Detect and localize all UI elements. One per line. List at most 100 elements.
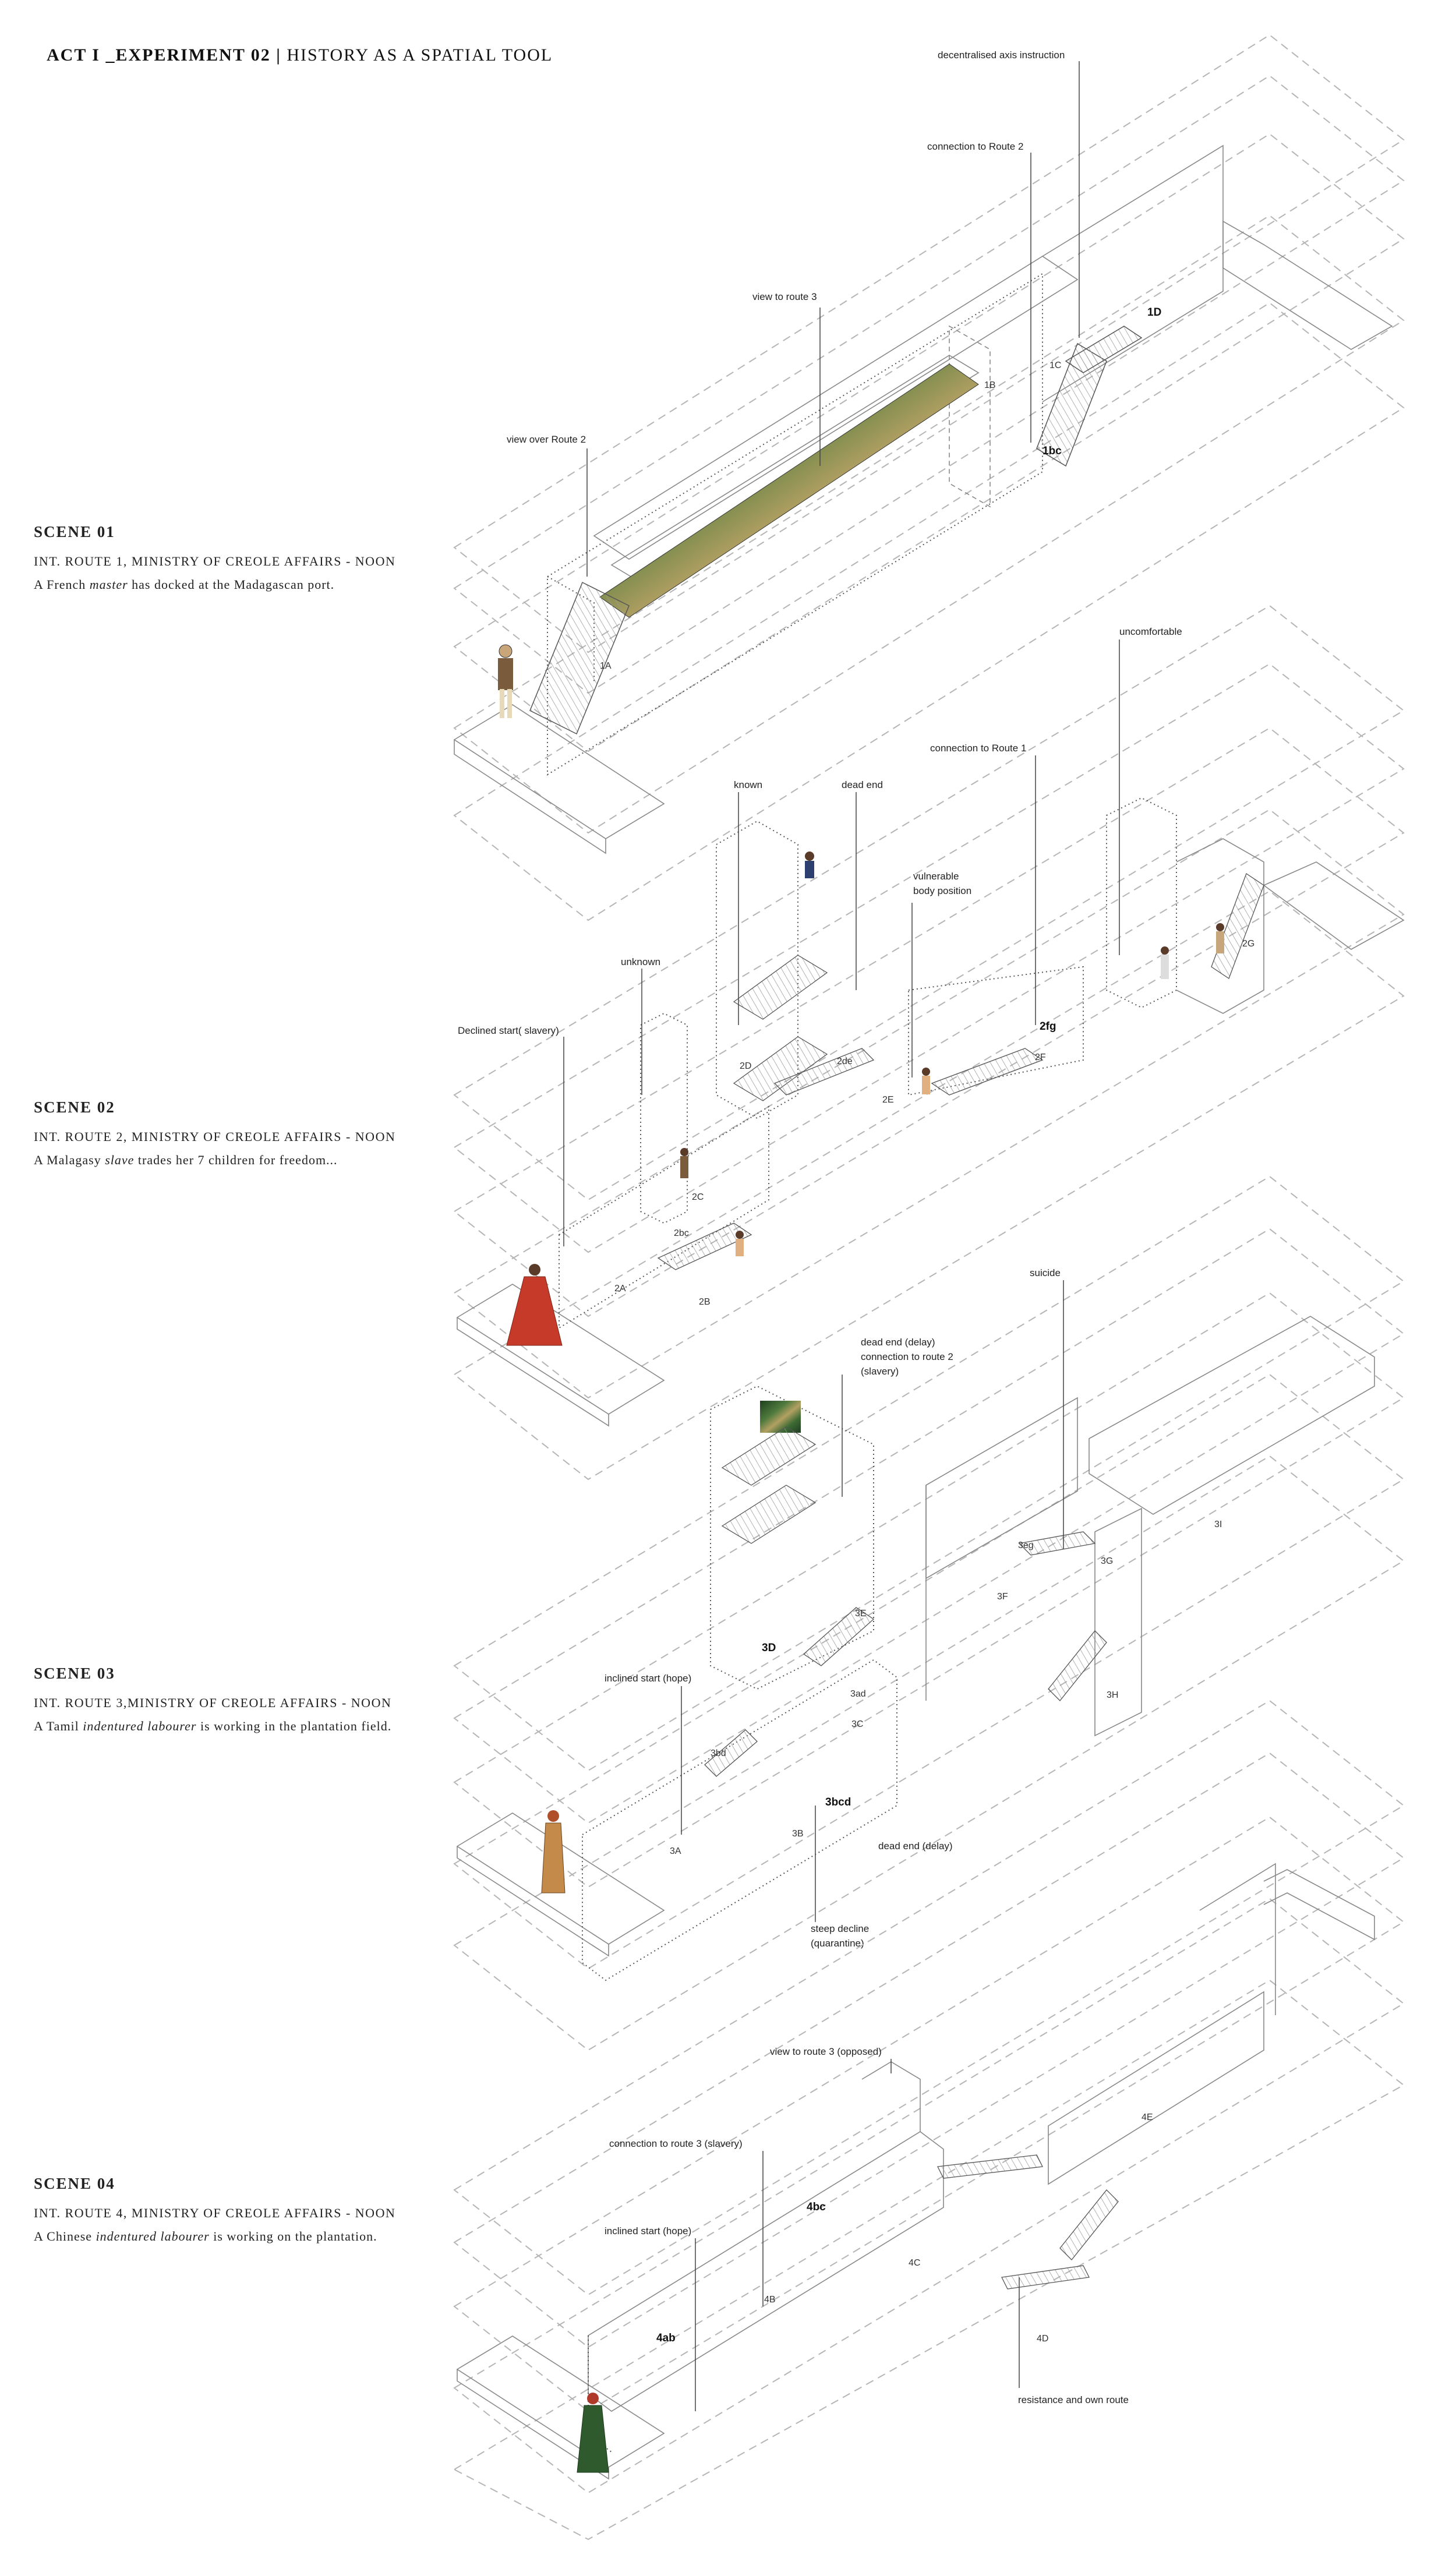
route-1-structure: [453, 144, 1393, 854]
scene-description: A French master has docked at the Madaga…: [34, 577, 395, 592]
ground-plane-dashed: [453, 1700, 1405, 2541]
code-2fg: 2fg: [1040, 1020, 1056, 1033]
scene-02-text: SCENE 02 INT. ROUTE 2, MINISTRY OF CREOL…: [34, 1098, 395, 1168]
code-2de: 2de: [837, 1057, 853, 1066]
route-1-diagram: decentralised axis instruction connectio…: [453, 34, 1405, 921]
stair-2D: [733, 1036, 828, 1101]
foliage-block: [760, 1401, 801, 1433]
scene-04-text: SCENE 04 INT. ROUTE 4, MINISTRY OF CREOL…: [34, 2175, 395, 2244]
code-3G: 3G: [1101, 1556, 1113, 1566]
leader-lines: [563, 640, 1120, 1246]
code-3E: 3E: [855, 1609, 867, 1619]
code-3bcd: 3bcd: [825, 1796, 851, 1808]
code-3A: 3A: [670, 1846, 681, 1856]
leader-lines: [695, 2059, 1020, 2411]
code-2E: 2E: [882, 1095, 894, 1105]
code-4D: 4D: [1037, 2334, 1048, 2344]
code-2F: 2F: [1035, 1052, 1046, 1062]
code-1B: 1B: [984, 380, 996, 390]
label-uncomfortable: uncomfortable: [1119, 626, 1182, 637]
title-suffix: HISTORY AS A SPATIAL TOOL: [287, 45, 553, 65]
code-1C: 1C: [1049, 361, 1061, 370]
label-resistance-own-route: resistance and own route: [1018, 2394, 1129, 2405]
route-3-structure: [456, 1316, 1375, 1981]
stair-2G: [1211, 873, 1264, 979]
label-declined-start: Declined start( slavery): [458, 1025, 559, 1036]
code-2C: 2C: [692, 1192, 704, 1202]
code-3H: 3H: [1107, 1690, 1118, 1700]
stair-4D: [1059, 2189, 1119, 2260]
stair-3E: [803, 1607, 875, 1666]
stair-1A: [529, 581, 630, 735]
route-4-structure: [456, 1863, 1375, 2480]
code-4B: 4B: [764, 2295, 776, 2305]
label-view-over-route-2: view over Route 2: [507, 434, 586, 445]
figure-small: [680, 852, 1224, 1256]
desc-part: A Malagasy: [34, 1153, 105, 1167]
code-3C: 3C: [851, 1719, 863, 1729]
code-4E: 4E: [1142, 2112, 1153, 2122]
scene-description: A Malagasy slave trades her 7 children f…: [34, 1153, 395, 1168]
code-3bd: 3bd: [711, 1748, 726, 1758]
code-4bc: 4bc: [807, 2201, 826, 2213]
stair-4-lower: [1001, 2265, 1090, 2290]
scene-heading: SCENE 02: [34, 1098, 115, 1116]
leader-lines: [681, 1280, 1064, 1922]
stair-1bc: [1036, 342, 1107, 467]
foliage-view-panel: [599, 363, 979, 618]
desc-part: trades her 7 children for freedom...: [134, 1153, 338, 1167]
route-2-diagram: uncomfortable connection to Route 1 know…: [453, 605, 1405, 1481]
label-quarantine: (quarantine): [811, 1938, 864, 1949]
figure-chinese-labourer: [577, 2393, 609, 2473]
stair-2F: [931, 1048, 1044, 1096]
label-inclined-start-hope: inclined start (hope): [605, 1673, 691, 1684]
stair-2B: [657, 1223, 752, 1270]
label-connection-route-3-slavery: connection to route 3 (slavery): [609, 2138, 743, 2149]
label-dead-end-delay-top: dead end (delay): [861, 1337, 935, 1348]
stair-3bd: [704, 1729, 758, 1777]
figure-french-master: [498, 644, 513, 718]
code-3ad: 3ad: [850, 1689, 866, 1699]
label-known: known: [734, 779, 762, 790]
desc-part: A Chinese: [34, 2229, 96, 2244]
code-3D: 3D: [762, 1642, 776, 1654]
desc-emphasis: slave: [105, 1153, 135, 1167]
stair-3D: [721, 1485, 817, 1544]
desc-part: A French: [34, 577, 90, 592]
scene-heading: SCENE 03: [34, 1665, 115, 1682]
figure-tamil-labourer: [541, 1810, 566, 1893]
route-2-structure: [456, 797, 1405, 1427]
label-body-position: body position: [913, 885, 971, 896]
code-3I: 3I: [1214, 1520, 1222, 1529]
label-inclined-start-hope: inclined start (hope): [605, 2225, 691, 2237]
label-vulnerable: vulnerable: [913, 871, 959, 882]
code-2D: 2D: [740, 1061, 751, 1071]
desc-part: is working on the plantation.: [209, 2229, 377, 2244]
scene-03-text: SCENE 03 INT. ROUTE 3,MINISTRY OF CREOLE…: [34, 1665, 391, 1734]
figure-malagasy-slave: [506, 1264, 563, 1346]
code-3F: 3F: [997, 1592, 1008, 1602]
ground-plane-dashed: [453, 1175, 1405, 2051]
code-2A: 2A: [614, 1284, 626, 1294]
label-steep-decline: steep decline: [811, 1923, 869, 1934]
scene-description: A Tamil indentured labourer is working i…: [34, 1719, 391, 1734]
desc-emphasis: indentured labourer: [83, 1719, 197, 1733]
stair-2E: [773, 1048, 875, 1096]
code-3B: 3B: [792, 1829, 804, 1839]
scene-subheading: INT. ROUTE 2, MINISTRY OF CREOLE AFFAIRS…: [34, 1129, 396, 1144]
code-3eg: 3eg: [1018, 1541, 1034, 1550]
stair-3D-upper: [721, 1426, 817, 1486]
desc-emphasis: indentured labourer: [96, 2229, 210, 2244]
scene-subheading: INT. ROUTE 4, MINISTRY OF CREOLE AFFAIRS…: [34, 2206, 396, 2220]
label-view-route-3: view to route 3: [752, 291, 817, 302]
label-connection-route-2: connection to route 2: [861, 1351, 953, 1362]
label-decentralised-axis: decentralised axis instruction: [938, 50, 1065, 61]
desc-part: is working in the plantation field.: [196, 1719, 392, 1733]
label-view-route-3-opposed: view to route 3 (opposed): [770, 2046, 882, 2057]
title-prefix: ACT I _EXPERIMENT 02: [47, 45, 271, 65]
stair-3eg: [1018, 1531, 1096, 1556]
scene-01-text: SCENE 01 INT. ROUTE 1, MINISTRY OF CREOL…: [34, 523, 395, 592]
label-connection-route-1: connection to Route 1: [930, 743, 1026, 754]
code-1A: 1A: [600, 661, 612, 671]
